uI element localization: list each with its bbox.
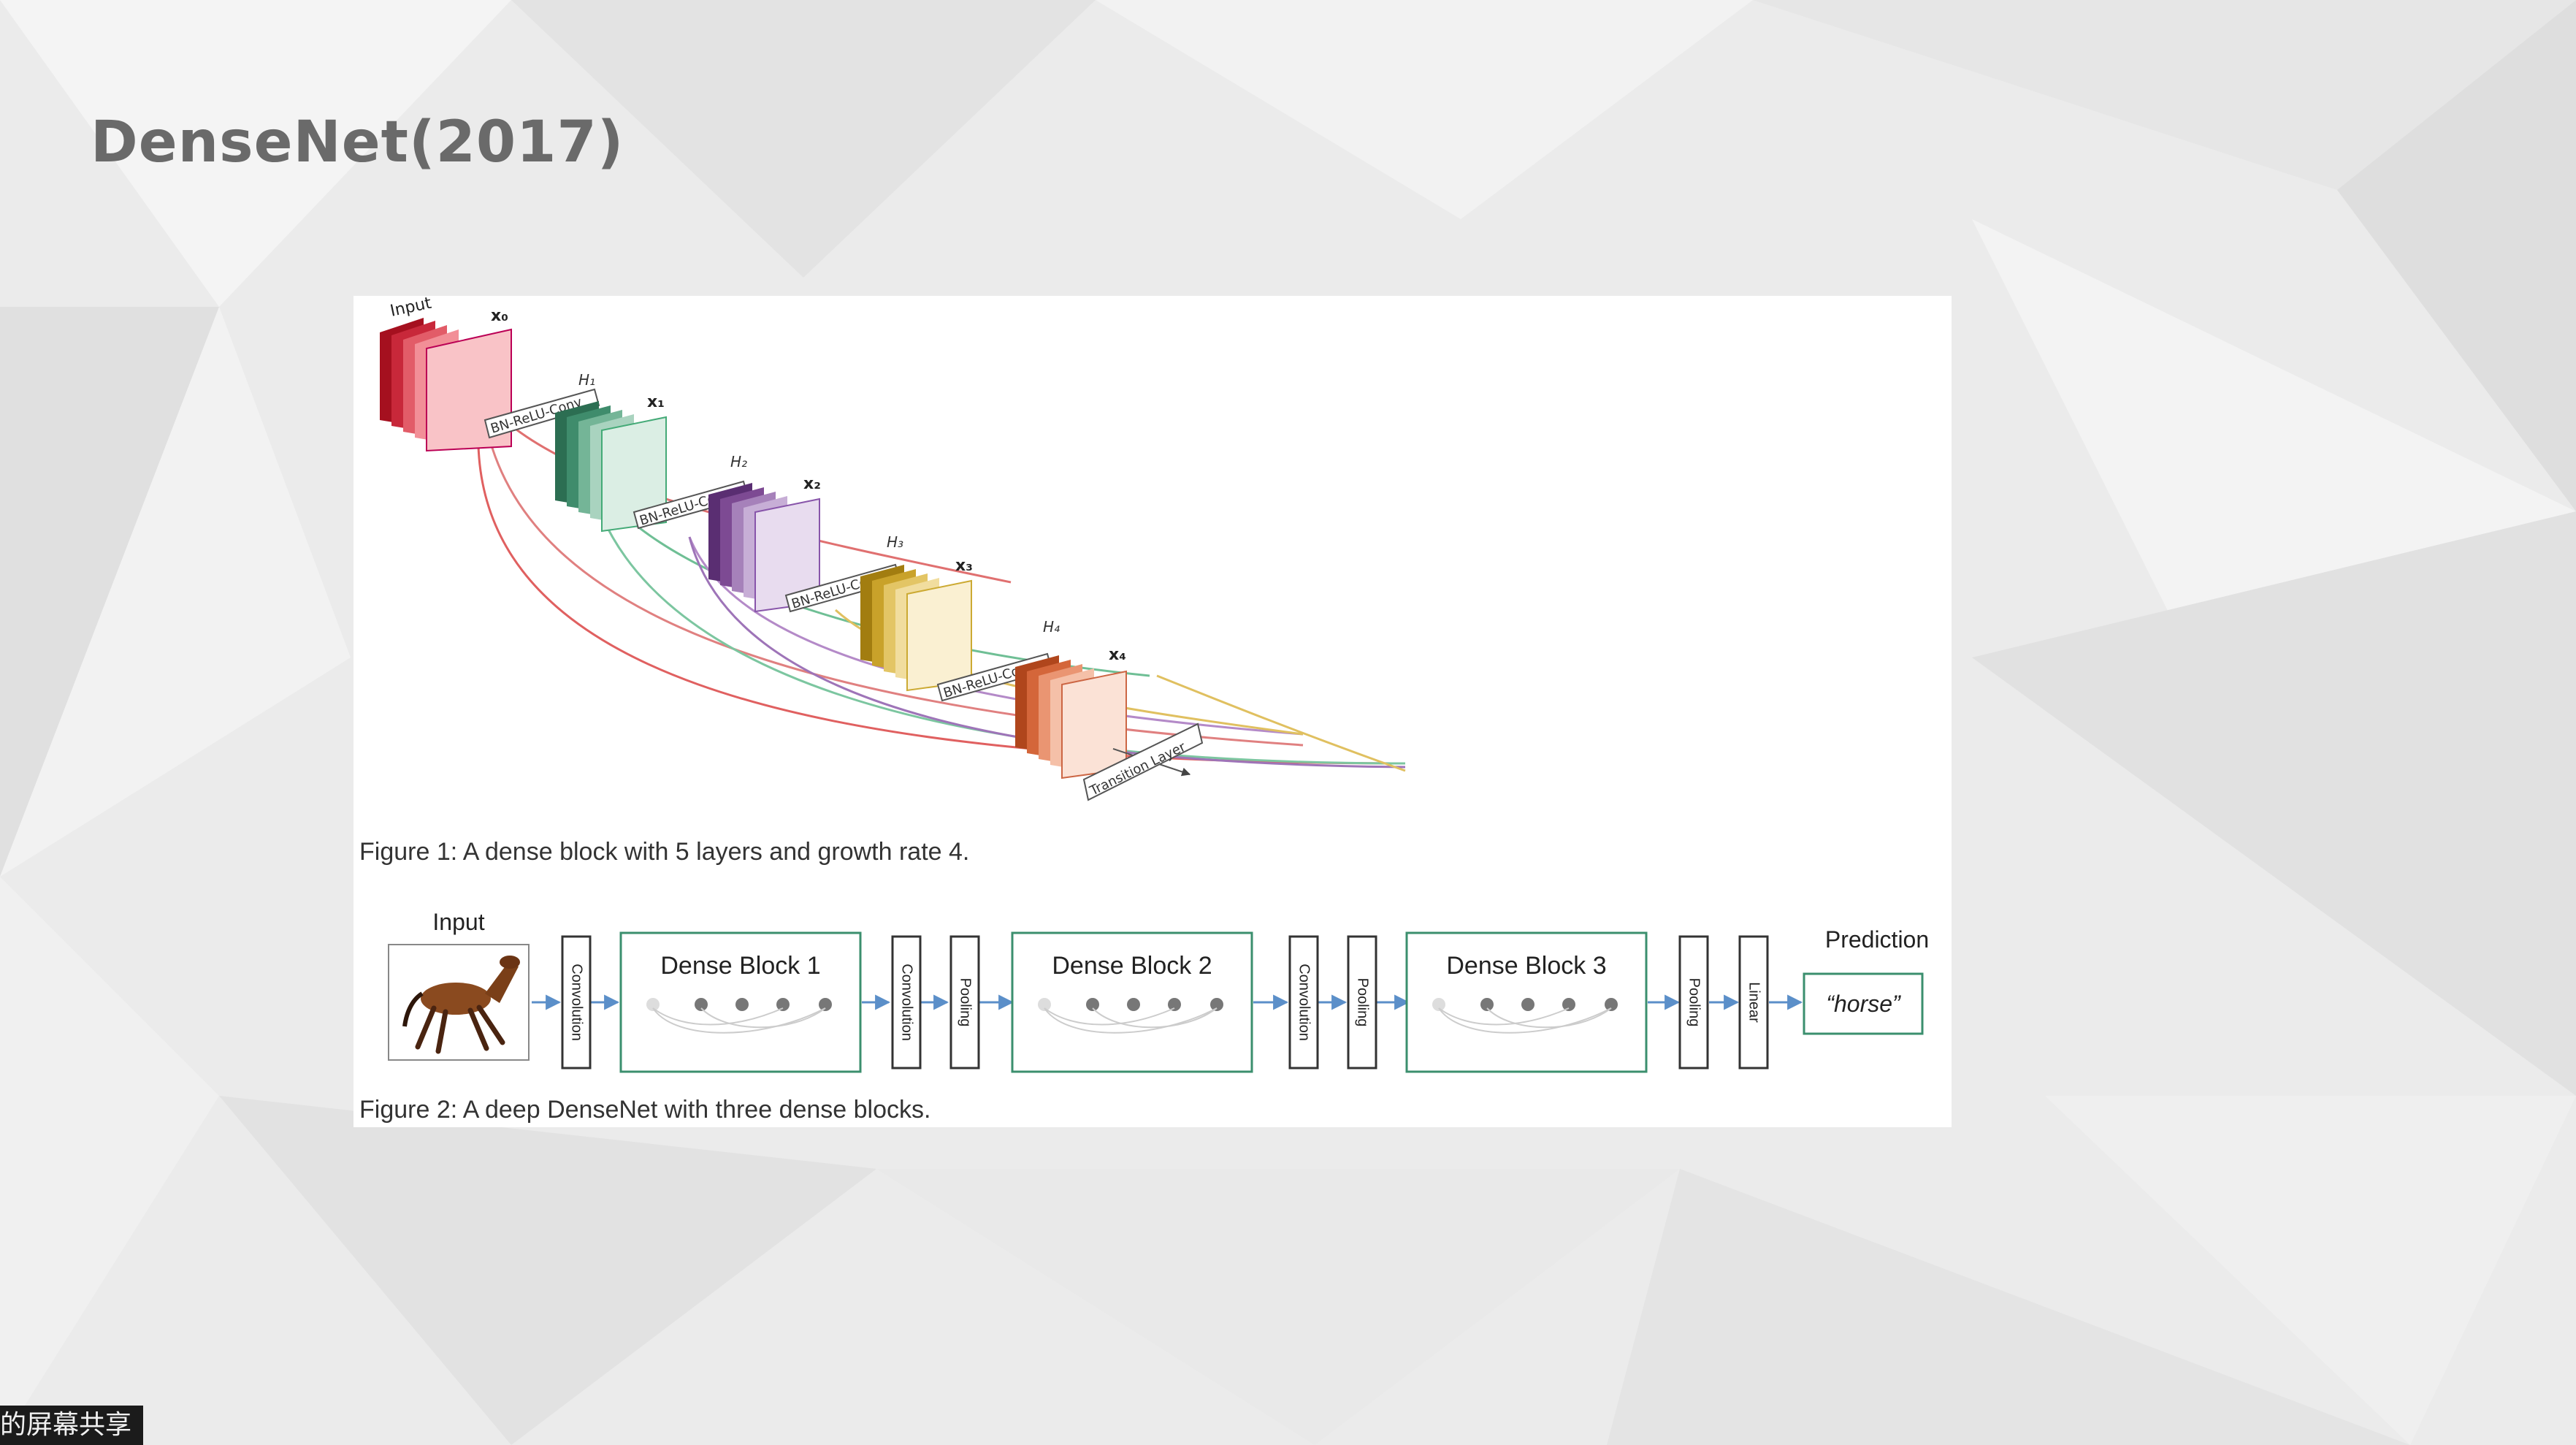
dense-block-2: Dense Block 2 — [1011, 931, 1253, 1073]
layer-linear: Linear — [1738, 935, 1769, 1070]
svg-text:Dense Block 3: Dense Block 3 — [1446, 952, 1606, 980]
feature-map-x2 — [708, 483, 820, 613]
svg-text:Linear: Linear — [1746, 982, 1762, 1023]
x0-label: x₀ — [491, 307, 508, 325]
x2-label: x₂ — [803, 475, 821, 493]
layer-pooling-3: Pooling — [1678, 935, 1709, 1070]
x1-label: x₁ — [647, 393, 665, 411]
svg-text:Pooling: Pooling — [1355, 978, 1371, 1027]
figure1-caption: Figure 1: A dense block with 5 layers an… — [359, 838, 970, 866]
h3-label: H₃ — [887, 533, 903, 551]
input-label: Input — [389, 296, 433, 321]
layer-convolution-1: Convolution — [561, 935, 592, 1070]
dense-block-1: Dense Block 1 — [619, 931, 862, 1073]
svg-text:Pooling: Pooling — [958, 978, 974, 1027]
svg-text:Convolution: Convolution — [569, 964, 585, 1041]
h4-label: H₄ — [1043, 618, 1060, 636]
feature-map-x1 — [555, 401, 667, 533]
svg-text:Convolution: Convolution — [899, 964, 915, 1041]
svg-text:Dense Block 1: Dense Block 1 — [660, 952, 820, 980]
h1-label: H₁ — [578, 371, 595, 389]
h2-label: H₂ — [730, 453, 747, 470]
prediction-output: “horse” — [1803, 972, 1924, 1035]
figure2-densenet-pipeline: Input — [388, 909, 1929, 1073]
svg-text:Convolution: Convolution — [1296, 964, 1312, 1041]
layer-convolution-3: Convolution — [1288, 935, 1319, 1070]
horse-input-image — [388, 944, 530, 1061]
svg-text:“horse”: “horse” — [1826, 991, 1901, 1017]
x4-label: x₄ — [1109, 646, 1126, 664]
figure1-dense-block: Input x₀ BN-ReLU-Conv H₁ x₁ BN-ReLU-Conv — [380, 296, 1406, 801]
screen-share-indicator[interactable]: 的屏幕共享 — [0, 1406, 143, 1445]
slide-title: DenseNet(2017) — [91, 110, 624, 175]
x3-label: x₃ — [955, 557, 973, 575]
svg-text:Dense Block 2: Dense Block 2 — [1052, 952, 1212, 980]
densenet-diagram: Input x₀ BN-ReLU-Conv H₁ x₁ BN-ReLU-Conv — [380, 296, 1929, 1073]
layer-pooling-1: Pooling — [949, 935, 980, 1070]
layer-pooling-2: Pooling — [1347, 935, 1377, 1070]
figure2-caption: Figure 2: A deep DenseNet with three den… — [359, 1096, 931, 1124]
prediction-label: Prediction — [1825, 926, 1929, 953]
dense-block-3: Dense Block 3 — [1405, 931, 1648, 1073]
feature-map-x3 — [860, 565, 972, 692]
densenet-figure-panel: Input x₀ BN-ReLU-Conv H₁ x₁ BN-ReLU-Conv — [353, 296, 1952, 1127]
svg-text:Pooling: Pooling — [1686, 978, 1702, 1027]
layer-convolution-2: Convolution — [891, 935, 922, 1070]
feature-map-x4 — [1015, 655, 1127, 779]
pipeline-input-label: Input — [432, 909, 484, 935]
